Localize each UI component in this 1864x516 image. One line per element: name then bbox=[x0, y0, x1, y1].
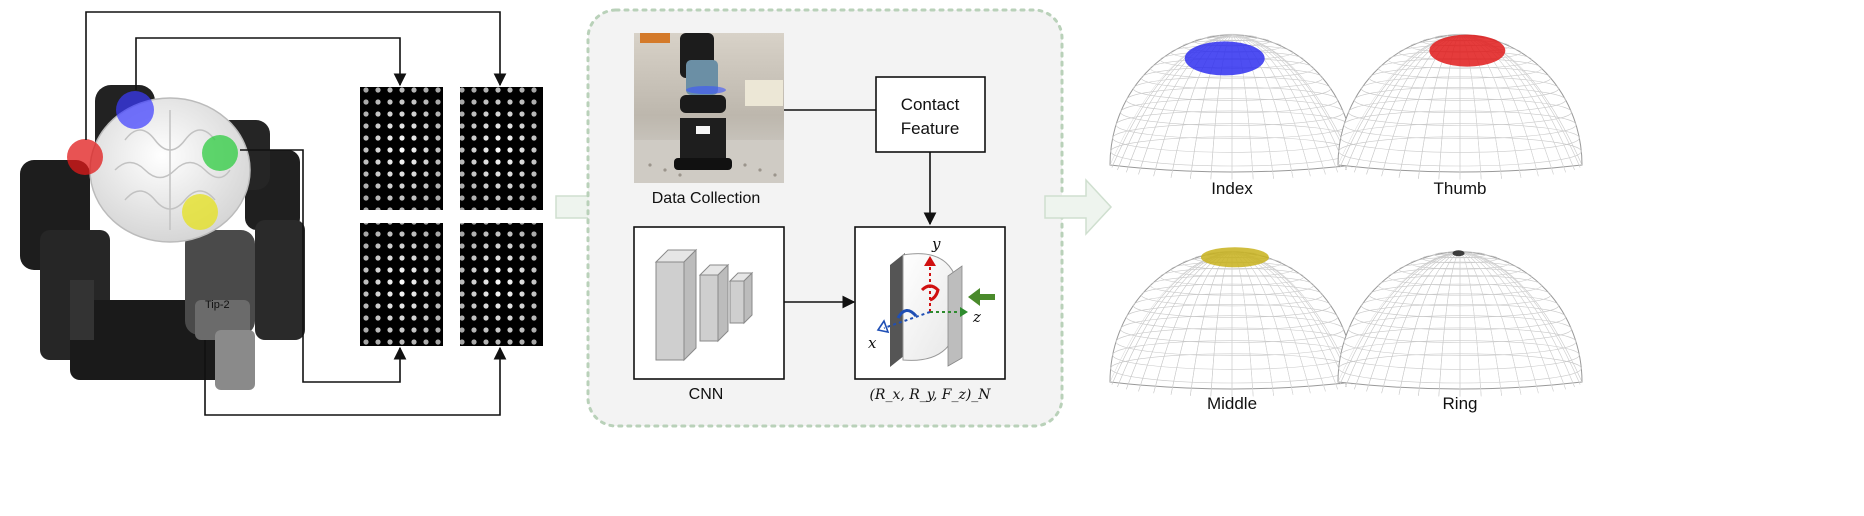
dome-thumb bbox=[1337, 33, 1583, 180]
fingertip-force-illustration bbox=[876, 253, 995, 367]
contact-feature-label-line2: Feature bbox=[901, 119, 960, 138]
data-collection-photo bbox=[634, 33, 784, 183]
contact-region-ring bbox=[1452, 250, 1465, 257]
robot-hand-image: Tip-2 bbox=[20, 85, 305, 390]
tactile-images bbox=[360, 87, 543, 346]
axis-z-label: z bbox=[972, 308, 981, 326]
axis-x-label: x bbox=[868, 334, 877, 352]
finger-label-thumb: Thumb bbox=[1434, 179, 1487, 198]
index-contact-marker bbox=[116, 91, 154, 129]
output-caption: (R_x, R_y, F_z)_N bbox=[869, 387, 991, 403]
flow-arrow-2 bbox=[1044, 178, 1113, 236]
contact-region-thumb bbox=[1429, 34, 1506, 67]
robot-tip-label: Tip-2 bbox=[205, 299, 230, 311]
finger-label-index: Index bbox=[1211, 179, 1253, 198]
finger-to-sensor-connectors bbox=[85, 11, 507, 416]
thumb-contact-marker bbox=[67, 139, 103, 175]
dome-ring bbox=[1337, 250, 1583, 397]
contact-region-index bbox=[1184, 41, 1265, 76]
cnn-layers-icon bbox=[654, 248, 754, 362]
axis-y-label: y bbox=[931, 235, 941, 253]
contact-feature-box bbox=[875, 76, 986, 153]
finger-label-ring: Ring bbox=[1443, 394, 1478, 413]
dome-middle bbox=[1109, 247, 1355, 397]
dome-index bbox=[1109, 33, 1355, 180]
middle-contact-marker bbox=[202, 135, 238, 171]
finger-label-middle: Middle bbox=[1207, 394, 1257, 413]
ring-contact-marker bbox=[182, 194, 218, 230]
contact-region-middle bbox=[1200, 247, 1269, 268]
data-collection-caption: Data Collection bbox=[652, 190, 761, 207]
cnn-caption: CNN bbox=[689, 386, 724, 403]
contact-feature-label-line1: Contact bbox=[901, 95, 960, 114]
